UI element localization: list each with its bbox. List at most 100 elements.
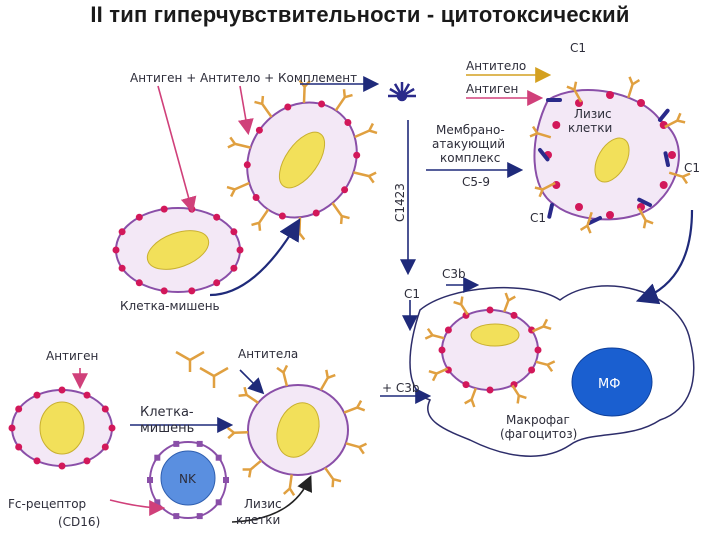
antigen-dot (83, 457, 91, 465)
antibody-mark (242, 459, 263, 478)
mac-mark (547, 203, 554, 219)
fc-receptor-mark (154, 499, 161, 506)
antigen-dot (8, 424, 16, 432)
antibody-mark (238, 386, 259, 404)
antigen-dot (252, 194, 260, 201)
antigen-dot (118, 228, 126, 236)
label-mf: МФ (598, 377, 620, 392)
fc-receptor-mark (196, 440, 203, 447)
antigen-dot (344, 119, 352, 126)
antigen-dot (486, 306, 494, 314)
fc-receptor-mark (147, 477, 153, 483)
label-target-cell-2a: Клетка- (140, 405, 194, 420)
antigen-dot (606, 211, 614, 219)
target-cell-antibodies (226, 79, 378, 241)
antibody-mark (464, 387, 477, 408)
fc-receptor-mark (215, 454, 222, 461)
antibody-mark (428, 367, 449, 382)
antibody-mark (579, 211, 593, 234)
antigen-dot (101, 443, 109, 451)
antibody-mark (319, 369, 336, 391)
antibody-mark (354, 122, 378, 139)
antibody-mark (424, 327, 445, 340)
antigen-dot (160, 287, 168, 295)
label-antigen-left: Антиген (46, 349, 98, 363)
mac-mark (637, 197, 652, 207)
antibody-mark (566, 81, 583, 103)
antibody-mark (227, 136, 251, 149)
antigen-dot (160, 205, 168, 213)
antibody-mark (637, 207, 654, 229)
fc-receptor-mark (173, 513, 180, 520)
antibody-mark (226, 426, 249, 440)
antigen-dot (15, 405, 23, 413)
fc-receptor-mark (154, 454, 161, 461)
antibody-mark (276, 364, 289, 387)
fc-receptor-mark (196, 513, 203, 520)
antibody-mark (343, 399, 366, 414)
antibody-mark (535, 360, 556, 373)
antigen-dot (438, 346, 446, 354)
antibody-mark (353, 171, 377, 184)
antibody-mark (293, 217, 306, 241)
label-plus-c3b: + C3b (382, 381, 420, 395)
antibody-mark (529, 125, 552, 139)
antigen-dot (606, 91, 614, 99)
antigen-dot (552, 121, 561, 129)
antigen-dot (236, 246, 244, 254)
antibody-mark (627, 76, 641, 99)
lysis-cell (529, 76, 691, 234)
label-fc-receptor: Fc-рецептор (8, 497, 86, 511)
antibody-mark (668, 171, 691, 185)
label-c1-bottom: C1 (530, 211, 546, 225)
antigen-dot (534, 346, 542, 354)
label-c1-mid: C1 (404, 287, 420, 301)
label-mac-3: комплекс (440, 151, 500, 165)
antigen-dot (112, 246, 120, 254)
antibody-mark (453, 296, 469, 316)
antibody-mark (324, 467, 342, 488)
antibody-mark (664, 112, 686, 129)
label-phagocytosis: (фагоцитоз) (500, 427, 577, 441)
antigen-dot (255, 126, 263, 134)
antigen-dot (135, 213, 143, 221)
antibody-mark (531, 318, 552, 333)
macrophage (409, 285, 695, 457)
antigen-dot (353, 151, 361, 159)
label-antigen-antibody-complement: Антиген + Антитело + Комплемент (130, 71, 357, 85)
antigen-dot (188, 287, 196, 295)
label-mac-1: Мембрано- (436, 123, 505, 137)
antigen-dot (528, 366, 536, 374)
antigen-dot (510, 311, 518, 319)
nk-cell (147, 440, 229, 520)
fc-receptor-mark (173, 440, 180, 447)
arrows (72, 67, 694, 523)
antigen-dot (135, 279, 143, 287)
label-target-cell-2b: мишень (140, 421, 194, 436)
label-nk: NK (179, 472, 197, 486)
antigen-dot (33, 457, 41, 465)
antibody-mark (226, 181, 250, 198)
antigen-dot (118, 264, 126, 272)
antigen-dot (668, 151, 676, 159)
label-c1-right: C1 (684, 161, 700, 175)
fc-receptor-mark (215, 499, 222, 506)
free-antibodies (175, 350, 229, 388)
label-lysis-2b: клетки (236, 513, 280, 527)
target-cell-bottom-left (8, 386, 116, 470)
label-c1423: C1423 (393, 183, 407, 222)
label-antigen-top: Антиген (466, 82, 518, 96)
antigen-dot (637, 99, 645, 107)
label-macrophage: Макрофаг (506, 413, 570, 427)
label-c3b: C3b (442, 267, 466, 281)
antigen-dot (213, 279, 221, 287)
antigen-dot (33, 391, 41, 399)
antigen-dot (213, 213, 221, 221)
target-cell-bottom-mid (226, 364, 368, 496)
antigen-dot (230, 264, 238, 272)
antigen-dot (444, 326, 452, 334)
label-cd16: (CD16) (58, 515, 100, 529)
antigen-dot (230, 228, 238, 236)
antibody-mark (331, 202, 350, 225)
